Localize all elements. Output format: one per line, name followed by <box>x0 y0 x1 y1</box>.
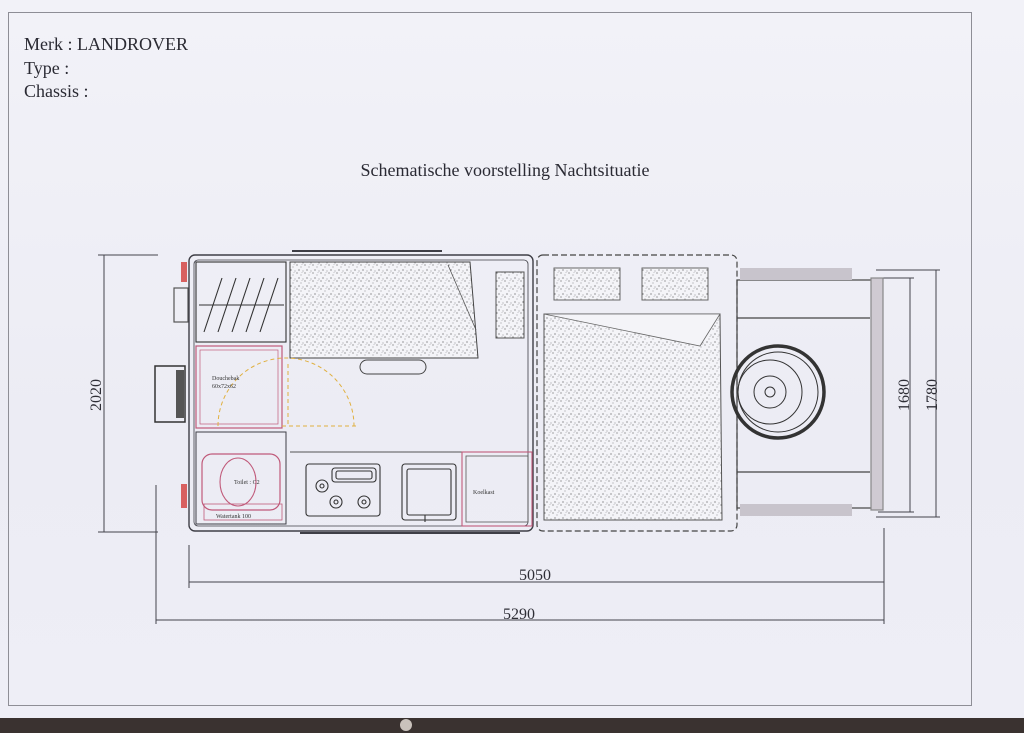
dim-width-outer-label: 1780 <box>924 379 941 411</box>
merk-label: Merk : <box>24 34 73 54</box>
dim-length-body <box>188 528 885 588</box>
chassis-label: Chassis : <box>24 81 89 101</box>
title-block: Merk : LANDROVER Type : Chassis : <box>24 33 188 104</box>
scanner-edge <box>0 718 1024 733</box>
rear-lights <box>154 262 189 508</box>
dim-height-total-label: 2020 <box>88 379 105 411</box>
shower-area: Douchebak 60x72x62 <box>195 345 356 429</box>
bed-fold-line <box>447 264 477 331</box>
merk-value: LANDROVER <box>77 34 188 54</box>
living-cabin <box>188 250 534 534</box>
shower-size-label: 60x72x62 <box>212 384 236 390</box>
drawing-title: Schematische voorstelling Nachtsituatie <box>360 160 650 180</box>
sink <box>401 463 457 522</box>
dim-length-total-label: 5290 <box>503 606 535 623</box>
dim-length-total <box>155 485 885 624</box>
dim-length-body-label: 5050 <box>519 567 551 584</box>
vehicle-cab <box>736 268 884 516</box>
drawing-sheet <box>0 0 1024 718</box>
dinette-bed <box>289 261 479 359</box>
dim-width-outer <box>876 269 940 518</box>
fridge: Koelkast <box>461 451 533 527</box>
type-label: Type : <box>24 57 70 78</box>
type-row: Type : <box>24 57 188 81</box>
shower-label: Douchebak <box>212 376 239 382</box>
bed-cushion-edge <box>359 359 427 375</box>
stove <box>305 463 381 517</box>
fridge-label: Koelkast <box>473 490 495 496</box>
dim-height-total <box>98 254 158 533</box>
toilet-label: Toilet : C2 <box>234 480 260 486</box>
chassis-row: Chassis : <box>24 80 188 104</box>
merk-row: Merk : LANDROVER <box>24 33 188 57</box>
window-side <box>495 271 525 339</box>
watertank-label: Watertank 100 <box>216 514 251 520</box>
storage-rack <box>195 261 287 343</box>
drawing-frame <box>8 12 972 706</box>
spare-wheel <box>730 344 826 440</box>
dim-width-inner <box>878 277 914 513</box>
toilet-area: Toilet : C2 Watertank 100 <box>195 431 287 525</box>
scanner-knob <box>400 719 412 731</box>
alcove-bed <box>536 254 738 532</box>
dim-width-inner-label: 1680 <box>896 379 913 411</box>
